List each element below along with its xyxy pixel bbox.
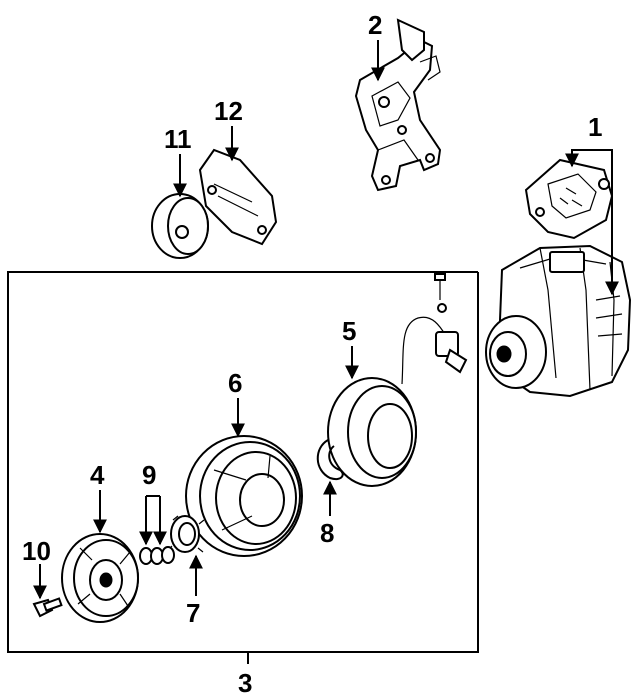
- compressor-icon: [485, 158, 632, 398]
- washer-set-icon: [139, 546, 175, 565]
- leader-lines: [33, 40, 619, 664]
- callout-5: 5: [342, 316, 356, 346]
- callout-10: 10: [22, 536, 51, 566]
- mounting-bracket-icon: [354, 18, 442, 192]
- callout-6: 6: [228, 368, 242, 398]
- callout-7: 7: [186, 598, 200, 628]
- retaining-ring-icon: [167, 515, 205, 553]
- callout-8: 8: [320, 518, 334, 548]
- callout-3: 3: [238, 668, 252, 698]
- callout-labels: 1 2 3 4 5 6 7 8 9 10 11 12: [22, 10, 602, 698]
- clutch-hub-icon: [61, 533, 139, 623]
- bolt-icon: [32, 597, 63, 618]
- callout-2: 2: [368, 10, 382, 40]
- callout-1: 1: [588, 112, 602, 142]
- clutch-assembly-frame: [7, 271, 479, 653]
- field-coil-icon: [327, 273, 468, 487]
- callout-11: 11: [164, 124, 192, 154]
- pulley-icon: [185, 435, 303, 557]
- shield-plate-icon: [198, 148, 278, 246]
- clutch-shim-icon: [151, 193, 209, 259]
- callout-4: 4: [90, 460, 105, 490]
- snap-ring-icon: [316, 439, 344, 480]
- callout-12: 12: [214, 96, 243, 126]
- callout-9: 9: [142, 460, 156, 490]
